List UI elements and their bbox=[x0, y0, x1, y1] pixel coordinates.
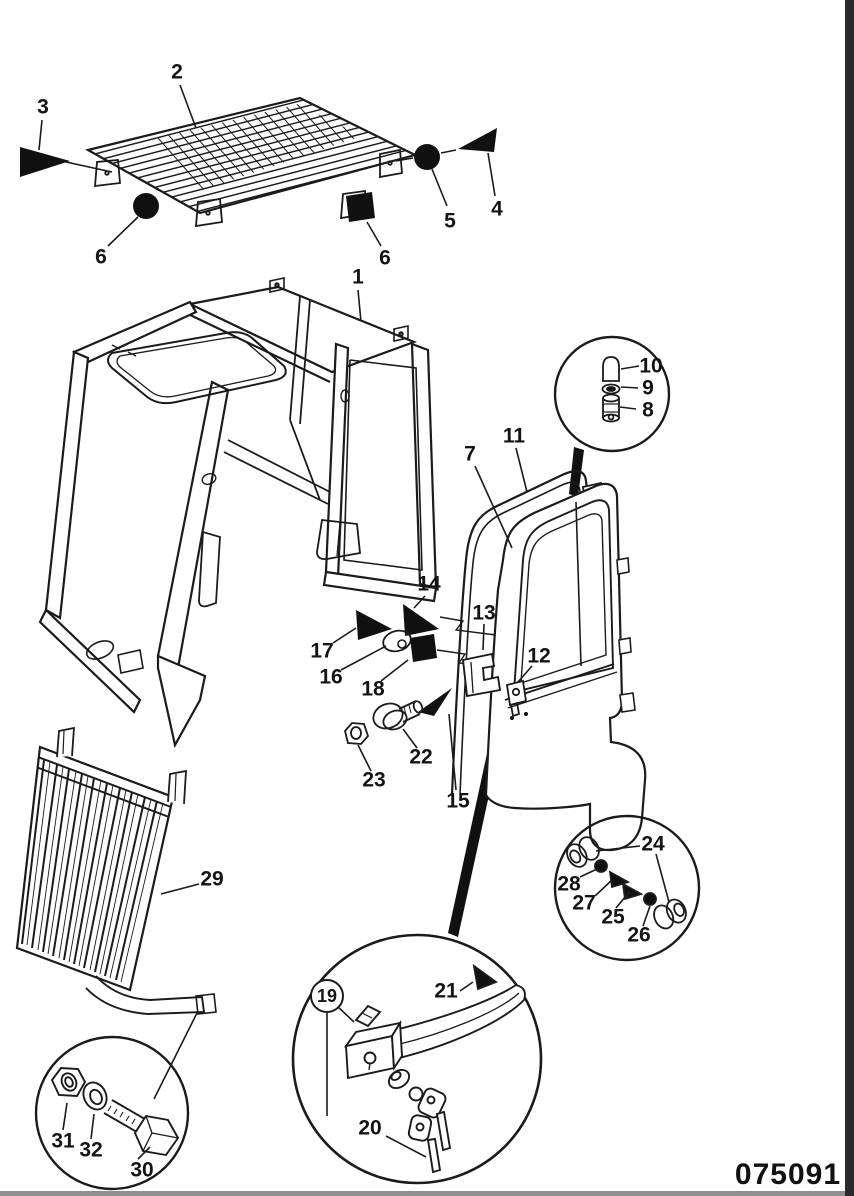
callout-6a: 6 bbox=[95, 245, 107, 269]
pin-28-icon bbox=[594, 859, 608, 873]
callout-25: 25 bbox=[601, 905, 625, 929]
pin-26-icon bbox=[643, 892, 657, 906]
callout-16: 16 bbox=[319, 665, 343, 689]
callout-10: 10 bbox=[639, 354, 663, 378]
latch-12 bbox=[505, 679, 528, 718]
callout-5: 5 bbox=[444, 209, 456, 233]
callout-32: 32 bbox=[79, 1138, 103, 1162]
bushing-24-upper-icon bbox=[566, 836, 600, 868]
keys-20-icon bbox=[387, 1068, 452, 1174]
callout-4: 4 bbox=[491, 197, 503, 221]
callout-8: 8 bbox=[642, 398, 654, 422]
detail-circle-hinge-pin bbox=[553, 335, 671, 453]
nut-31-icon bbox=[50, 1067, 87, 1097]
door-panel bbox=[484, 482, 647, 852]
callout-29: 29 bbox=[200, 867, 224, 891]
callout-28: 28 bbox=[557, 872, 581, 896]
door-assembly bbox=[450, 447, 647, 852]
callout-18: 18 bbox=[361, 677, 385, 701]
arrow-3-icon bbox=[20, 147, 70, 177]
washer-9-icon bbox=[601, 383, 621, 395]
callout-14: 14 bbox=[417, 572, 441, 596]
arrow-21-icon bbox=[472, 963, 498, 991]
callout-27: 27 bbox=[572, 891, 596, 915]
door-seal bbox=[450, 470, 590, 796]
callout-23: 23 bbox=[362, 768, 386, 792]
side-grille-panel bbox=[15, 726, 217, 1100]
handle-21-icon bbox=[343, 983, 526, 1080]
callout-13: 13 bbox=[472, 601, 496, 625]
callout-6b: 6 bbox=[379, 246, 391, 270]
callout-22: 22 bbox=[409, 745, 433, 769]
callout-30: 30 bbox=[130, 1158, 154, 1182]
arrow-17-icon bbox=[356, 610, 392, 640]
roof-grille-panel bbox=[85, 96, 419, 228]
callout-31: 31 bbox=[51, 1129, 75, 1153]
callout-24: 24 bbox=[641, 832, 665, 856]
callout-26: 26 bbox=[627, 923, 651, 947]
bolt-22-icon bbox=[372, 700, 424, 731]
washer-32-icon bbox=[82, 1081, 108, 1111]
grille-foot-bracket bbox=[85, 975, 206, 1015]
pad-18-icon bbox=[410, 634, 437, 662]
door-fasteners bbox=[332, 595, 497, 791]
bolt-30-icon bbox=[103, 1099, 180, 1157]
callout-20: 20 bbox=[358, 1116, 382, 1140]
grille-mount-tabs bbox=[94, 148, 403, 228]
grille-hooks bbox=[56, 726, 187, 805]
clip-16-icon bbox=[382, 629, 412, 653]
cap-10-icon bbox=[602, 356, 620, 382]
scan-edge-right bbox=[845, 0, 854, 1196]
callout-17: 17 bbox=[310, 639, 334, 663]
door-window bbox=[512, 499, 614, 694]
drawing-number: 075091 bbox=[734, 1158, 841, 1191]
callout-2: 2 bbox=[171, 60, 183, 84]
callout-9: 9 bbox=[642, 376, 654, 400]
detail-circle-bolt-set bbox=[34, 1035, 190, 1191]
plug-6-left-icon bbox=[133, 193, 159, 219]
detail-circle-hinge-bushings bbox=[553, 814, 701, 962]
nut-23-icon bbox=[344, 722, 370, 745]
arrow-14-icon bbox=[403, 604, 439, 636]
arrow-4-icon bbox=[458, 128, 497, 152]
callout-11: 11 bbox=[502, 424, 526, 448]
pad-6-right-icon bbox=[346, 192, 375, 222]
callout-19: 19 bbox=[310, 979, 344, 1013]
callout-3: 3 bbox=[37, 95, 49, 119]
cab-frame bbox=[38, 277, 438, 749]
callout-1: 1 bbox=[352, 265, 364, 289]
detail-circle-door-handle bbox=[291, 933, 543, 1185]
scan-edge-bottom bbox=[0, 1191, 854, 1196]
arrow-15-icon bbox=[418, 688, 452, 716]
pin-8-icon bbox=[602, 393, 620, 423]
plug-5-icon bbox=[414, 144, 440, 170]
callout-15: 15 bbox=[446, 789, 470, 813]
bushing-24-lower-icon bbox=[653, 898, 687, 930]
grille-callout-symbols bbox=[20, 84, 497, 247]
callout-7: 7 bbox=[464, 442, 476, 466]
callout-21: 21 bbox=[434, 979, 458, 1003]
callout-12: 12 bbox=[527, 644, 551, 668]
